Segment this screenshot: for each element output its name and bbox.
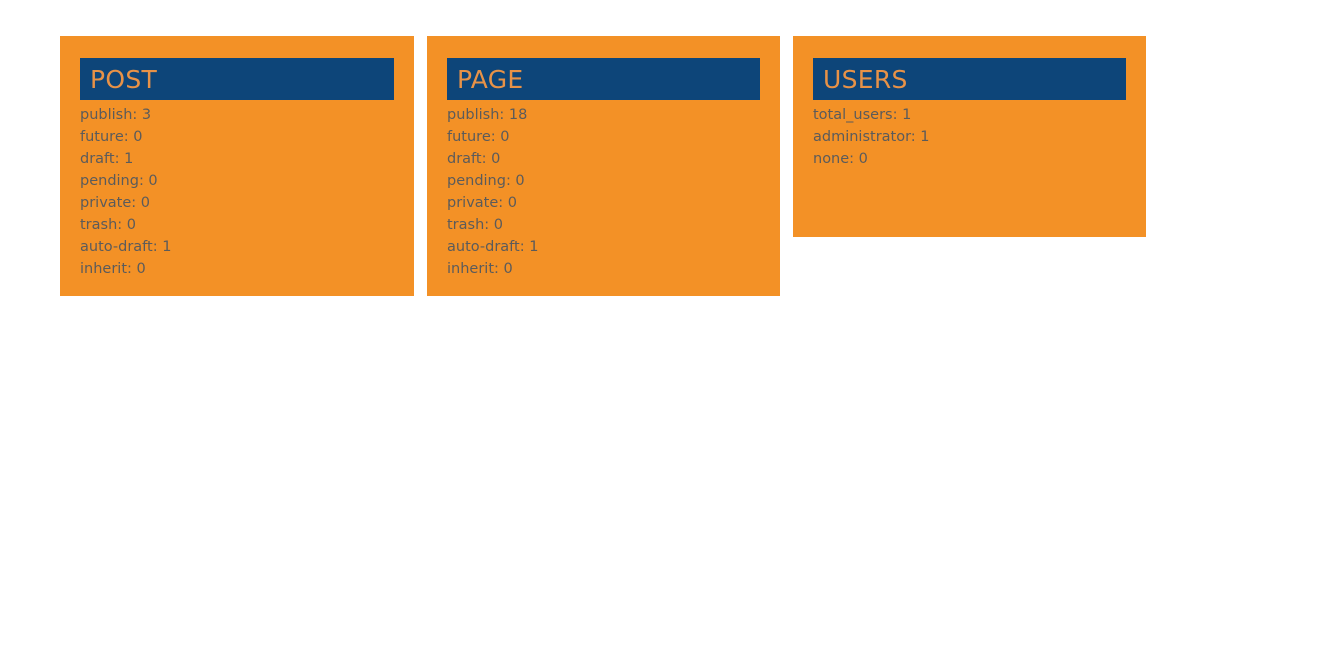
stat-line: pending: 0 <box>80 173 158 189</box>
stat-line: trash: 0 <box>447 217 503 233</box>
stat-line: draft: 1 <box>80 151 134 167</box>
stat-card-users: USERS total_users: 1 administrator: 1 no… <box>793 36 1146 237</box>
stat-line: private: 0 <box>447 195 517 211</box>
card-body-page: publish: 18 future: 0 draft: 0 pending: … <box>447 100 760 280</box>
stat-line: publish: 18 <box>447 107 528 123</box>
stat-line: administrator: 1 <box>813 129 930 145</box>
stat-line: total_users: 1 <box>813 107 912 123</box>
stat-line: inherit: 0 <box>447 261 513 277</box>
card-header-page: PAGE <box>447 58 760 100</box>
card-body-users: total_users: 1 administrator: 1 none: 0 <box>813 100 1126 170</box>
stat-line: draft: 0 <box>447 151 501 167</box>
card-header-post: POST <box>80 58 394 100</box>
stat-card-page: PAGE publish: 18 future: 0 draft: 0 pend… <box>427 36 780 296</box>
card-title-page: PAGE <box>457 64 524 94</box>
stat-line: private: 0 <box>80 195 150 211</box>
card-title-post: POST <box>90 64 158 94</box>
stat-line: future: 0 <box>80 129 143 145</box>
card-body-post: publish: 3 future: 0 draft: 1 pending: 0… <box>80 100 394 280</box>
stat-line: publish: 3 <box>80 107 152 123</box>
stat-line: pending: 0 <box>447 173 525 189</box>
stat-line: inherit: 0 <box>80 261 146 277</box>
stat-card-post: POST publish: 3 future: 0 draft: 1 pendi… <box>60 36 414 296</box>
stat-line: none: 0 <box>813 151 868 167</box>
stat-line: auto-draft: 1 <box>80 239 172 255</box>
stat-line: auto-draft: 1 <box>447 239 539 255</box>
card-header-users: USERS <box>813 58 1126 100</box>
card-title-users: USERS <box>823 64 908 94</box>
stat-line: future: 0 <box>447 129 510 145</box>
stat-line: trash: 0 <box>80 217 136 233</box>
